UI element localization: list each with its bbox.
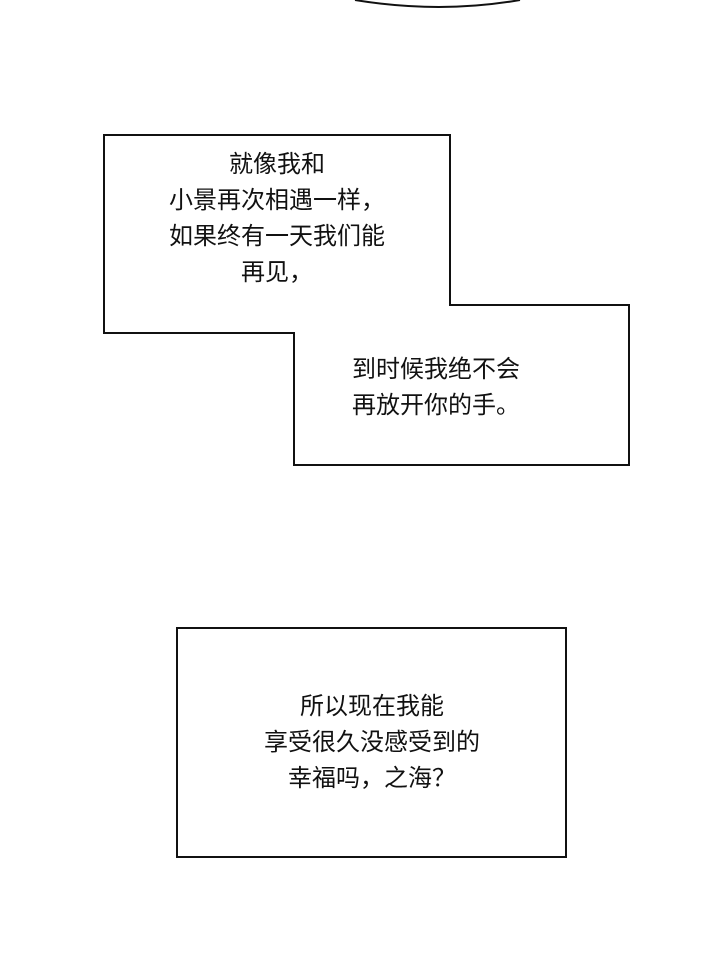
- caption-line: 再见，: [241, 258, 313, 286]
- caption-line: 幸福吗，之海？: [288, 764, 456, 792]
- caption-line: 小景再次相遇一样，: [169, 186, 385, 214]
- caption-line: 所以现在我能: [300, 692, 444, 720]
- caption-text-1: 就像我和 小景再次相遇一样， 如果终有一天我们能 再见，: [137, 146, 417, 290]
- caption-line: 到时候我绝不会: [352, 355, 520, 383]
- caption-box-bottom: [176, 627, 567, 858]
- caption-line: 享受很久没感受到的: [264, 728, 480, 756]
- caption-text-3: 所以现在我能 享受很久没感受到的 幸福吗，之海？: [232, 688, 512, 796]
- speech-bubble-edge: [354, 0, 521, 8]
- caption-line: 再放开你的手。: [352, 391, 520, 419]
- caption-box-combined: [103, 134, 630, 466]
- caption-text-2: 到时候我绝不会 再放开你的手。: [352, 351, 572, 423]
- caption-line: 就像我和: [229, 150, 325, 178]
- caption-line: 如果终有一天我们能: [169, 222, 385, 250]
